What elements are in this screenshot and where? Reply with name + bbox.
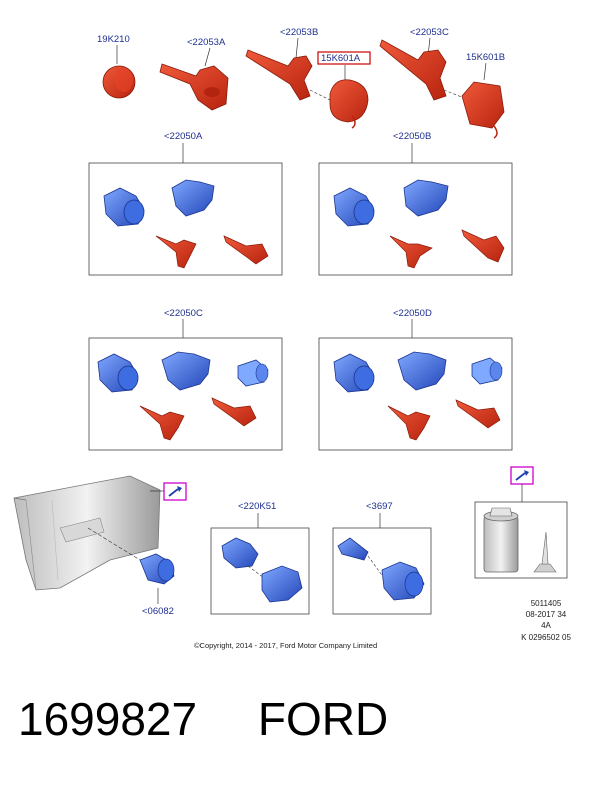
label-22053a: <22053A (187, 37, 226, 48)
key-blade-red (139, 405, 185, 441)
lock-cylinder-blue (333, 187, 375, 227)
lock-cylinder-blue (97, 353, 139, 393)
lock-housing-blue (171, 179, 215, 217)
ignition-rod-blue (337, 537, 369, 561)
glove-box (13, 475, 161, 591)
key-blade-red (155, 235, 197, 269)
key-blade-22053a (159, 63, 229, 111)
label-06082: <06082 (142, 606, 174, 617)
key-blade-22053c (379, 39, 447, 101)
grease-tube (483, 507, 519, 573)
grease-gun-icon (168, 486, 182, 497)
label-22050d: <22050D (393, 308, 432, 319)
key-blade-red (389, 235, 433, 269)
copyright-text: ©Copyright, 2014 - 2017, Ford Motor Comp… (194, 641, 377, 650)
label-15k601a[interactable]: 15K601A (321, 53, 361, 64)
key-blade-22053b (245, 49, 313, 101)
label-22053c: <22053C (410, 27, 449, 38)
lock-housing-blue (397, 351, 447, 391)
lock-bushing-blue (471, 357, 503, 385)
label-22050b: <22050B (393, 131, 431, 142)
remote-key-15k601a[interactable] (329, 79, 369, 129)
lock-housing-blue (403, 179, 449, 217)
key-blade-red (223, 235, 269, 265)
label-22050a: <22050A (164, 131, 203, 142)
label-3697: <3697 (366, 501, 393, 512)
grease-gun-icon (515, 470, 529, 481)
lock-housing-blue (161, 351, 211, 391)
key-blade-red (461, 229, 505, 263)
key-blade-red (455, 399, 501, 429)
lock-cylinder-blue (221, 537, 259, 569)
key-blade-red (387, 405, 431, 441)
reference-line-4: K 0296502 05 (521, 633, 571, 642)
reference-line-3: 4A (541, 621, 551, 630)
label-15k601b: 15K601B (466, 52, 505, 63)
lock-cylinder-blue (333, 353, 375, 393)
highlight-box (317, 51, 371, 65)
lock-cylinder-blue (103, 187, 145, 227)
parts-diagram: 19K210 <22053A <22053B 15K601A <22053C 1… (13, 27, 571, 650)
part-number: 1699827 (18, 693, 198, 745)
key-blade-red (211, 397, 257, 427)
key-cap-19k210 (102, 65, 136, 99)
label-19k210: 19K210 (97, 34, 130, 45)
footer: 1699827 FORD (18, 692, 388, 746)
lock-housing-blue (261, 565, 303, 603)
reference-line-2: 08-2017 34 (526, 610, 567, 619)
label-22053b: <22053B (280, 27, 318, 38)
label-220k51: <220K51 (238, 501, 276, 512)
brand-name: FORD (257, 693, 389, 745)
remote-key-15k601b (461, 81, 505, 139)
grease-nozzle (533, 531, 557, 573)
lock-bushing-blue (237, 359, 269, 387)
lock-cylinder-06082 (139, 553, 175, 585)
lock-cylinder-blue (381, 561, 425, 601)
label-22050c: <22050C (164, 308, 203, 319)
reference-line-1: 5011405 (531, 599, 562, 608)
